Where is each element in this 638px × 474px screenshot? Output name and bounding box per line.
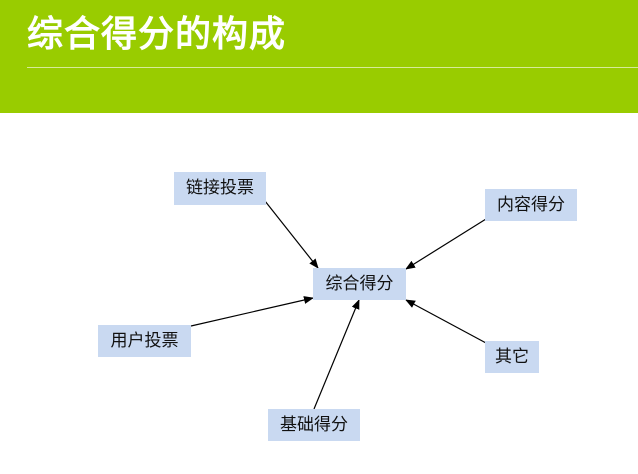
title-divider [27,67,638,68]
node-link-voting: 链接投票 [174,172,266,205]
node-other: 其它 [485,341,539,373]
node-content-score: 内容得分 [485,189,577,221]
page-title: 综合得分的构成 [27,14,287,55]
node-user-voting: 用户投票 [98,325,191,357]
arrow-link-to-total [264,200,319,269]
arrow-user-to-total [190,296,314,327]
node-composite-score: 综合得分 [313,268,406,300]
arrow-basic-to-total [313,299,360,410]
arrow-other-to-total [405,299,487,344]
node-basic-score: 基础得分 [268,409,360,441]
arrow-content-to-total [405,218,487,270]
title-banner: 综合得分的构成 [0,0,638,113]
